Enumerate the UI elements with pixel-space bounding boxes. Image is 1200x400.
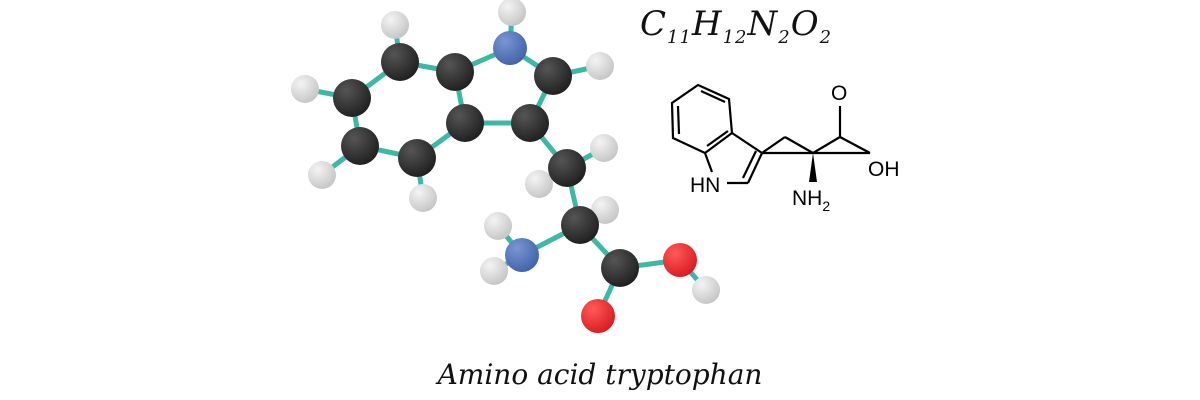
hydrogen-atom — [480, 257, 508, 285]
caption: Amino acid tryptophan — [437, 358, 763, 391]
carbon-atom — [398, 139, 436, 177]
carbon-atom — [561, 206, 599, 244]
structural-formula: O OH HN NH2 — [670, 82, 900, 214]
carbon-atom — [446, 104, 484, 142]
hydrogen-atom — [498, 0, 526, 26]
hydrogen-atom — [484, 212, 512, 240]
carbon-atom — [548, 149, 586, 187]
ring-nh-label: HN — [690, 174, 720, 197]
oxygen-atom — [581, 299, 615, 333]
carbon-atom — [341, 127, 379, 165]
hydrogen-atom — [308, 161, 336, 189]
nitrogen-atom — [493, 31, 527, 65]
nitrogen-atom — [505, 238, 539, 272]
hydrogen-atom — [692, 276, 720, 304]
hydrogen-atom — [381, 11, 409, 39]
hydrogen-atom — [586, 52, 614, 80]
hydrogen-atom — [590, 134, 618, 162]
hydrogen-atom — [291, 75, 319, 103]
hydroxyl-label: OH — [868, 158, 900, 181]
hydrogen-atom — [409, 184, 437, 212]
carbon-atom — [333, 79, 371, 117]
hydrogen-atom — [525, 170, 553, 198]
carbon-atom — [534, 57, 572, 95]
carbon-atom — [511, 104, 549, 142]
carbon-atom — [601, 249, 639, 287]
oxygen-atom — [663, 243, 697, 277]
carbonyl-oxygen-label: O — [831, 82, 847, 105]
carbon-atom — [436, 53, 474, 91]
carbon-atom — [381, 43, 419, 81]
hydrogen-atom — [591, 196, 619, 224]
molecular-formula: C11H12N2O2 — [640, 4, 833, 48]
amine-label: NH2 — [792, 187, 830, 214]
